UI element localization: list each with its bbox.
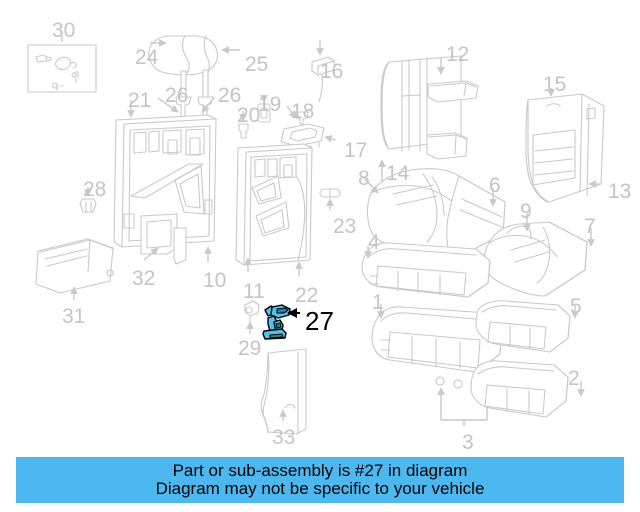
callout-label-1: 1 <box>372 291 384 314</box>
callout-label-26: 26 <box>165 84 189 107</box>
callout-label-9: 9 <box>520 200 532 223</box>
part-9-7-right-cushion <box>483 213 595 297</box>
part-27-highlighted-buckle[interactable] <box>262 304 300 340</box>
callout-label-6: 6 <box>489 174 501 197</box>
callout-label-33: 33 <box>272 426 296 449</box>
part-4-cushion-frame <box>361 242 491 298</box>
part-29-buckle-anchor <box>244 300 260 334</box>
info-banner: Part or sub-assembly is #27 in diagram D… <box>16 457 624 503</box>
callout-label-3: 3 <box>462 431 474 454</box>
callout-label-28: 28 <box>83 178 107 201</box>
callout-label-26b: 26 <box>218 84 242 107</box>
callout-label-16: 16 <box>320 60 344 83</box>
part-17-18-latch <box>280 105 337 154</box>
callout-label-10: 10 <box>203 269 227 292</box>
callout-label-7: 7 <box>584 215 596 238</box>
part-33-trim-panel <box>260 348 307 435</box>
callout-label-22: 22 <box>295 284 319 307</box>
callout-label-2: 2 <box>568 367 580 390</box>
part-23-bolt <box>319 188 341 210</box>
callout-label-13: 13 <box>608 180 632 203</box>
part-31-armrest-pad <box>35 238 115 300</box>
part-30-hardware-box <box>27 36 97 93</box>
callout-label-29: 29 <box>238 337 262 360</box>
callout-label-21: 21 <box>128 89 152 112</box>
callout-label-20: 20 <box>237 104 261 127</box>
callout-label-5: 5 <box>570 295 582 318</box>
callout-label-32: 32 <box>132 267 156 290</box>
callout-label-27: 27 <box>305 306 334 336</box>
callout-label-24: 24 <box>135 46 159 69</box>
callout-label-19: 19 <box>258 93 282 116</box>
part-5-cushion-pad <box>475 300 579 353</box>
callout-label-4: 4 <box>368 231 380 254</box>
callout-label-8: 8 <box>358 167 370 190</box>
callout-label-15: 15 <box>543 73 567 96</box>
callout-label-23: 23 <box>333 215 357 238</box>
callout-label-31: 31 <box>62 305 86 328</box>
banner-line-2: Diagram may not be specific to your vehi… <box>155 479 485 498</box>
callout-label-11: 11 <box>243 280 265 303</box>
callout-label-17: 17 <box>344 139 368 162</box>
callout-label-14: 14 <box>386 162 410 185</box>
part-12-seat-back-cover <box>378 55 479 186</box>
callout-label-12: 12 <box>446 43 470 66</box>
part-28-clip <box>79 187 97 213</box>
part-15-13-side-bolster <box>525 88 605 203</box>
part-16-striker <box>311 40 335 103</box>
part-24-25-headrest <box>148 35 240 132</box>
callout-label-30: 30 <box>52 19 76 42</box>
part-11-22-seat-back-frame <box>235 143 313 276</box>
part-2-cushion-frame <box>470 360 585 418</box>
banner-line-1: Part or sub-assembly is #27 in diagram <box>172 460 468 480</box>
part-19-20-clips <box>238 95 271 139</box>
callout-label-25: 25 <box>245 53 269 76</box>
callout-label-18: 18 <box>291 100 315 123</box>
part-21-seat-back-panel <box>113 100 217 265</box>
